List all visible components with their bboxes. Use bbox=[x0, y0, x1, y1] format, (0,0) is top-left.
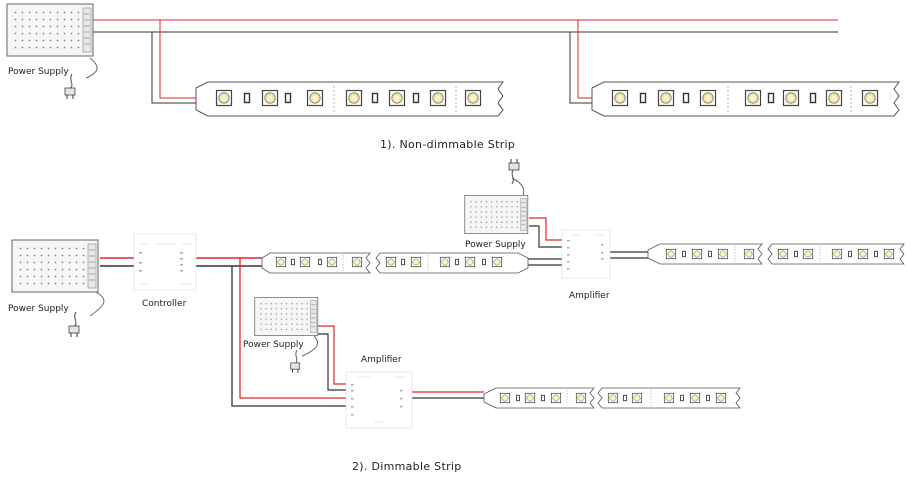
power-supply-1 bbox=[6, 3, 98, 100]
led-strip-dimmable-b bbox=[647, 243, 905, 265]
power-supply-label-3: Power Supply bbox=[465, 240, 526, 250]
power-supply-4 bbox=[254, 297, 319, 374]
caption-dimmable: 2). Dimmable Strip bbox=[352, 460, 462, 473]
power-supply-label-2: Power Supply bbox=[8, 304, 69, 314]
power-supply-label-4: Power Supply bbox=[243, 340, 304, 350]
caption-non-dimmable: 1). Non-dimmable Strip bbox=[380, 138, 515, 151]
power-supply-icon bbox=[6, 3, 94, 57]
dimmable-wiring bbox=[100, 217, 648, 407]
amplifier-1 bbox=[561, 229, 611, 279]
led-strip-icon bbox=[215, 89, 233, 107]
amplifier-2 bbox=[345, 371, 413, 429]
controller-label: Controller bbox=[142, 299, 187, 309]
led-strip-1 bbox=[195, 81, 504, 117]
plug-icon bbox=[64, 73, 76, 100]
controller bbox=[133, 233, 197, 291]
amplifier-label-1: Amplifier bbox=[569, 291, 610, 301]
non-dimmable-wiring bbox=[93, 19, 838, 104]
controller-icon bbox=[133, 233, 197, 291]
amplifier-label-2: Amplifier bbox=[361, 355, 402, 365]
power-supply-2 bbox=[11, 239, 105, 338]
power-supply-label-1: Power Supply bbox=[8, 67, 69, 77]
led-strip-2 bbox=[591, 81, 900, 117]
led-strip-dimmable-a bbox=[261, 252, 529, 274]
power-supply-3 bbox=[464, 158, 529, 234]
amplifier-icon bbox=[561, 229, 611, 279]
led-strip-dimmable-c bbox=[483, 387, 741, 409]
